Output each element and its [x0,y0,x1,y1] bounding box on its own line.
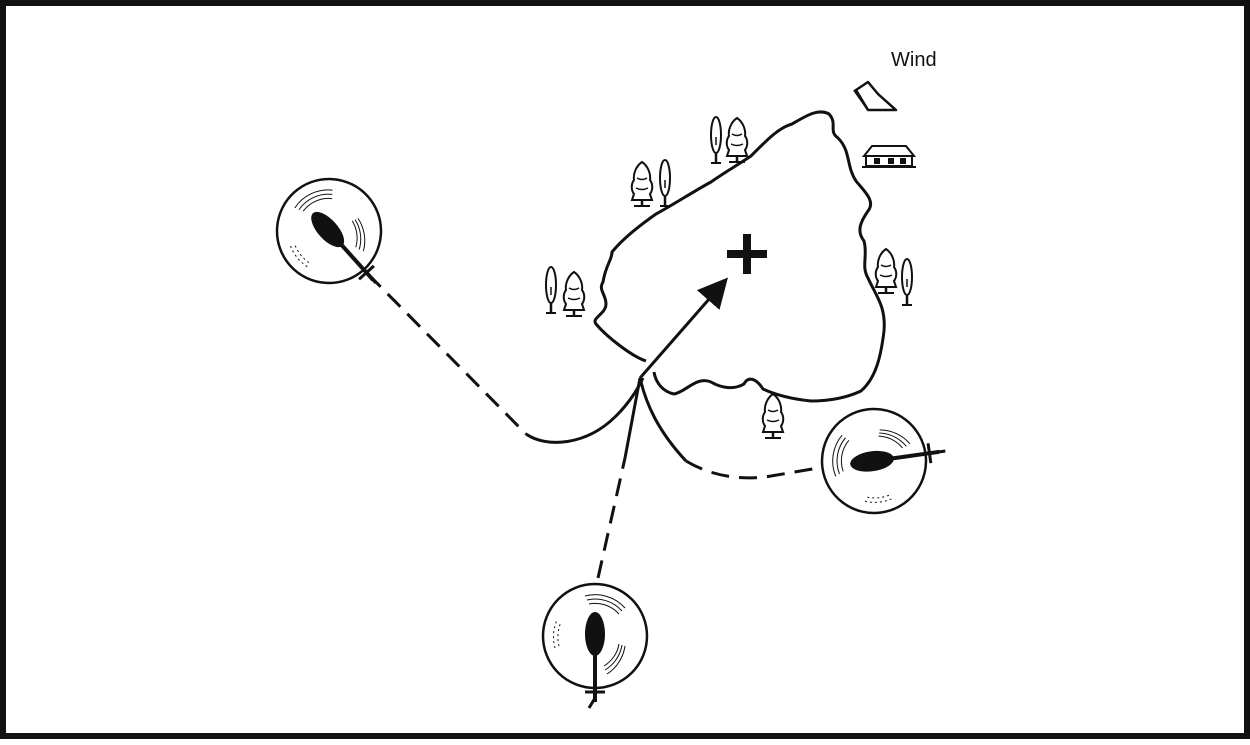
final-approach-arrow [638,277,728,379]
house-icon [861,145,917,168]
tree-group-west [544,265,586,318]
approach-path-northwest [366,272,645,444]
wind-sock-icon [853,80,898,112]
tree-group-east [874,247,914,307]
wind-label: Wind [891,49,937,71]
landing-point-cross-icon [727,234,767,274]
approach-path-east [638,377,819,480]
clearing-outline [593,110,886,403]
helicopter-icon [254,156,414,317]
tree-group-north [709,115,749,165]
tree-group-northwest [630,158,672,208]
tree-south [761,392,785,440]
landing-approach-diagram: Wind [254,49,949,709]
approach-path-south [596,377,642,579]
helicopter-icon [813,398,949,522]
helicopter-icon [541,582,649,709]
